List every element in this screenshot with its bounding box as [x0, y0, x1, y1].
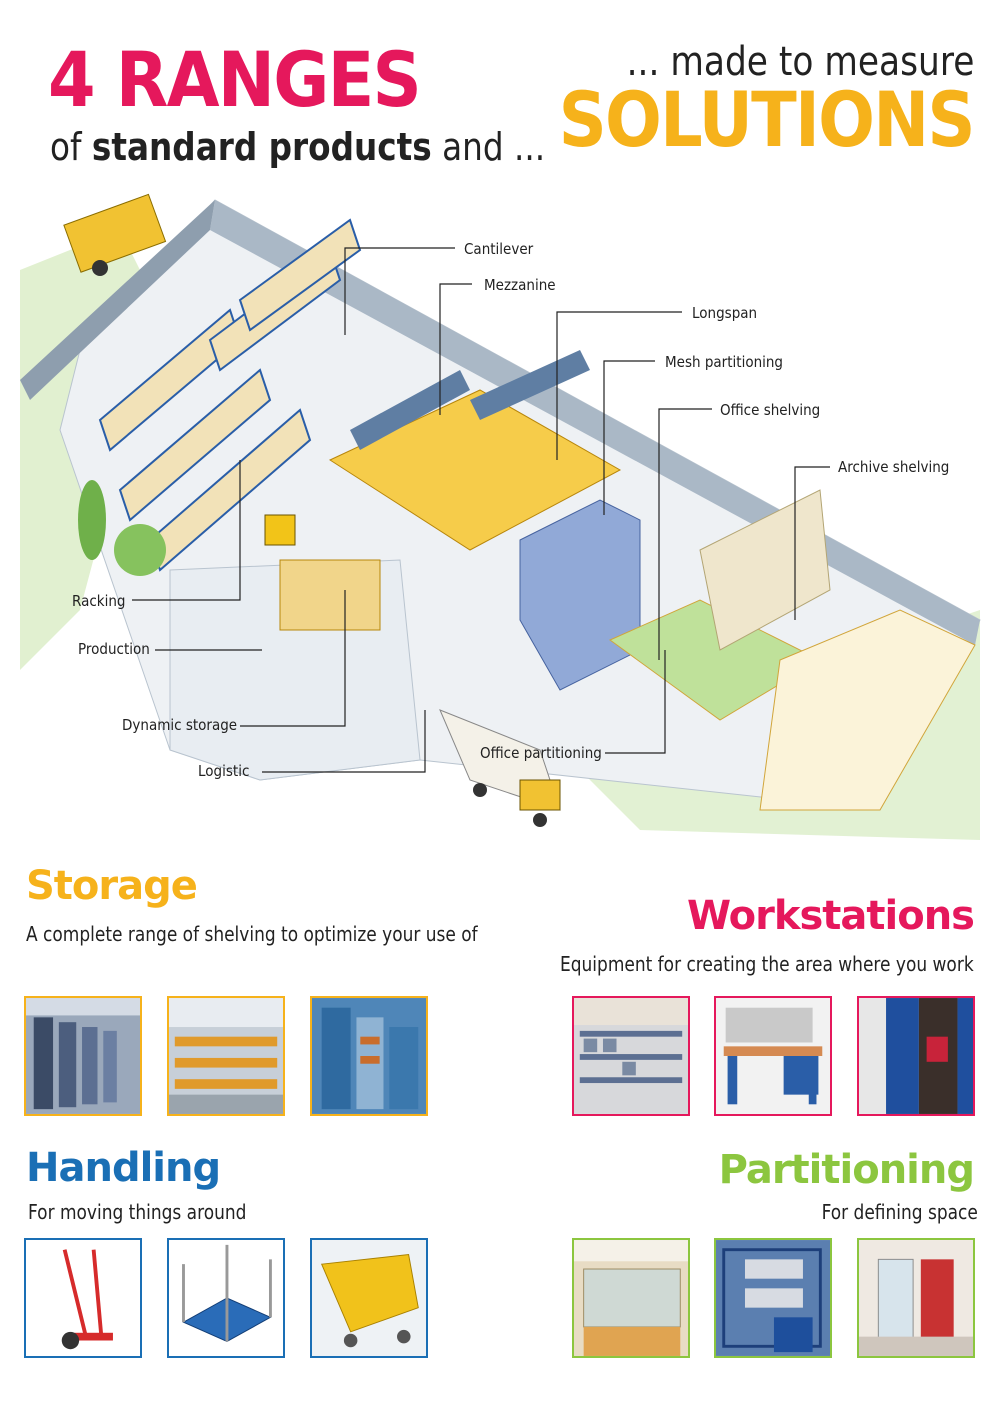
- partitioning-description: For defining space: [821, 1200, 978, 1224]
- headline-made-to-measure: ... made to measure: [626, 39, 974, 85]
- callout-longspan: Longspan: [692, 304, 758, 322]
- subtitle-standard-products: standard products: [91, 125, 432, 169]
- workstations-photo-locker[interactable]: [857, 996, 975, 1116]
- partitioning-photo-mesh-partition[interactable]: [714, 1238, 832, 1358]
- partitioning-photo-office-door[interactable]: [857, 1238, 975, 1358]
- partitioning-title: Partitioning: [718, 1147, 975, 1193]
- workstations-title: Workstations: [686, 893, 975, 939]
- storage-photo-longspan[interactable]: [310, 996, 428, 1116]
- callout-archive-shelving: Archive shelving: [838, 458, 950, 476]
- callout-mesh-partitioning: Mesh partitioning: [665, 353, 784, 371]
- handling-photo-sack-truck[interactable]: [24, 1238, 142, 1358]
- headline-subtitle: of standard products and ...: [50, 128, 545, 166]
- handling-description: For moving things around: [28, 1200, 247, 1224]
- workstations-photo-shelving-bins[interactable]: [572, 996, 690, 1116]
- workstations-description: Equipment for creating the area where yo…: [560, 952, 974, 976]
- subtitle-of: of: [50, 125, 82, 169]
- partitioning-photo-office-partition[interactable]: [572, 1238, 690, 1358]
- callout-dynamic-storage: Dynamic storage: [122, 716, 238, 734]
- headline-solutions: SOLUTIONS: [558, 75, 976, 164]
- storage-photo-archive-shelving[interactable]: [24, 996, 142, 1116]
- callout-production: Production: [78, 640, 150, 658]
- storage-description: A complete range of shelving to optimize…: [26, 922, 478, 946]
- callout-logistic: Logistic: [198, 762, 250, 780]
- handling-photo-post-pallet[interactable]: [167, 1238, 285, 1358]
- storage-title: Storage: [26, 863, 198, 909]
- warehouse-drawing: [20, 193, 981, 840]
- headline-ranges: 4 RANGES: [48, 35, 422, 124]
- callout-racking: Racking: [72, 592, 126, 610]
- callout-office-partitioning: Office partitioning: [480, 744, 602, 762]
- callout-mezzanine: Mezzanine: [484, 276, 556, 294]
- callout-cantilever: Cantilever: [464, 240, 534, 258]
- subtitle-and: and ...: [442, 125, 546, 169]
- storage-photo-cantilever[interactable]: [167, 996, 285, 1116]
- workstations-photo-workbench[interactable]: [714, 996, 832, 1116]
- callout-office-shelving: Office shelving: [720, 401, 821, 419]
- handling-photo-tipping-skip[interactable]: [310, 1238, 428, 1358]
- warehouse-illustration: Cantilever Mezzanine Longspan Mesh parti…: [0, 190, 1000, 840]
- handling-title: Handling: [26, 1145, 221, 1191]
